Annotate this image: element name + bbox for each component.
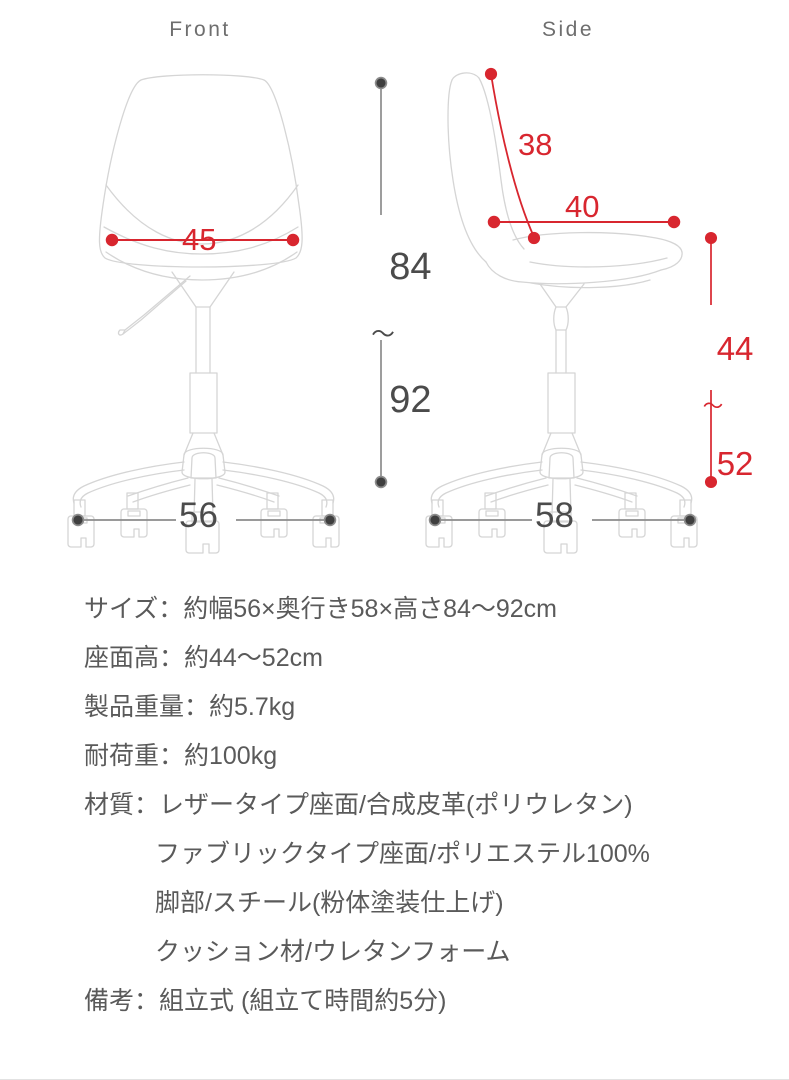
side-view-chair [425, 72, 698, 554]
dimension-label-total-width: 56 [179, 496, 218, 535]
caster-side-center [543, 520, 578, 554]
seat-height-max: 52 [716, 445, 754, 483]
dimension-label-total-depth: 58 [535, 496, 574, 535]
overall-height-min: 84 [389, 246, 432, 289]
dimension-line-seat-height [704, 231, 718, 489]
dimension-label-seat-height: 44 〜 52 [680, 303, 754, 511]
dimension-label-seat-width: 45 [182, 222, 217, 257]
spec-line: 脚部/スチール(粉体塗装仕上げ) [155, 889, 504, 917]
caster-front-center [185, 520, 220, 554]
caster-front-inner-right [260, 508, 288, 538]
spec-line: 座面高：約44〜52cm [84, 644, 323, 672]
caster-side-inner-left [478, 508, 506, 538]
dimension-line-total-depth [428, 513, 697, 527]
specification-list: サイズ：約幅56×奥行き58×高さ84〜92cm 座面高：約44〜52cm 製品重量… [0, 585, 789, 1026]
spec-line: 備考：組立式 (組立て時間約5分) [84, 987, 447, 1015]
seat-height-min: 44 [716, 329, 754, 367]
dimension-line-seat-width [105, 233, 300, 247]
spec-line: クッション材/ウレタンフォーム [155, 938, 511, 966]
dimension-label-backrest-height: 38 [518, 127, 553, 162]
dimension-label-overall-height: 84 〜 92 [347, 215, 431, 454]
dimension-line-overall-height [374, 76, 388, 489]
spec-line: サイズ：約幅56×奥行き58×高さ84〜92cm [84, 595, 558, 623]
range-separator-height: 〜 [371, 320, 395, 347]
spec-line: 製品重量：約5.7kg [84, 693, 296, 721]
front-view-chair [67, 74, 340, 554]
spec-line: 耐荷重：約100kg [84, 742, 278, 770]
spec-line: 材質：レザータイプ座面/合成皮革(ポリウレタン) [84, 791, 633, 819]
overall-height-max: 92 [389, 379, 432, 422]
caster-side-inner-right [618, 508, 646, 538]
spec-line: ファブリックタイプ座面/ポリエステル100% [155, 840, 650, 868]
dimension-line-seat-depth [487, 215, 681, 229]
dimension-label-seat-depth: 40 [565, 189, 600, 224]
dimension-line-total-width [71, 513, 337, 527]
chair-dimension-drawing [67, 67, 718, 554]
side-view-title: Side [541, 18, 595, 41]
caster-front-inner-left [120, 508, 148, 538]
front-view-title: Front [169, 18, 231, 41]
range-separator-seat-height: 〜 [702, 395, 724, 419]
